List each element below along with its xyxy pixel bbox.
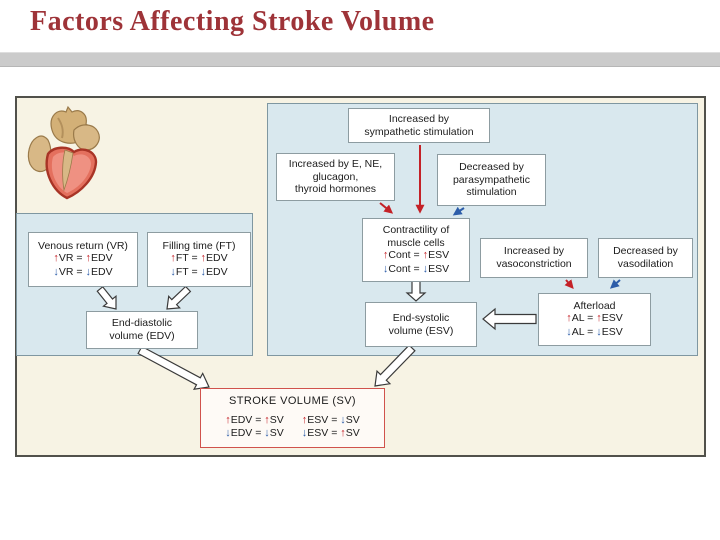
end-diastolic-volume-box: End-diastolic volume (EDV) xyxy=(86,311,198,349)
contractility-rule-decrease: ↓Cont = ↓ESV xyxy=(382,262,450,275)
vasodilation-label: Decreased by vasodilation xyxy=(613,245,678,270)
stroke-volume-rule-esv-down: ↓ESV = ↑SV xyxy=(301,427,360,440)
arrow-down-icon: ↓ xyxy=(596,325,602,338)
stroke-volume-box: STROKE VOLUME (SV) ↑EDV = ↑SV ↑ESV = ↓SV… xyxy=(200,388,385,448)
contractility-rule-increase: ↑Cont = ↑ESV xyxy=(382,249,450,262)
heart-atria-and-vessels xyxy=(27,105,100,173)
sympathetic-stimulation-label: Increased by sympathetic stimulation xyxy=(364,112,474,138)
arrow-down-icon: ↓ xyxy=(566,325,572,338)
arrow-down-icon: ↓ xyxy=(225,427,231,440)
filling-time-rule-increase: ↑FT = ↑EDV xyxy=(170,252,228,265)
title-divider-bar xyxy=(0,52,720,67)
filling-time-box: Filling time (FT) ↑FT = ↑EDV ↓FT = ↓EDV xyxy=(147,232,251,287)
hormones-label: Increased by E, NE, glucagon, thyroid ho… xyxy=(288,157,383,196)
filling-time-title: Filling time (FT) xyxy=(162,239,236,252)
arrow-down-icon: ↓ xyxy=(340,413,346,426)
parasympathetic-stimulation-label: Decreased by parasympathetic stimulation xyxy=(452,160,531,199)
stroke-volume-title: STROKE VOLUME (SV) xyxy=(229,395,356,408)
arrow-up-icon: ↑ xyxy=(170,252,176,265)
end-systolic-volume-label: End-systolic volume (ESV) xyxy=(388,311,454,337)
arrow-down-icon: ↓ xyxy=(85,265,91,278)
arrow-up-icon: ↑ xyxy=(422,249,429,262)
end-diastolic-volume-label: End-diastolic volume (EDV) xyxy=(109,317,175,342)
afterload-rule-increase: ↑AL = ↑ESV xyxy=(566,312,623,325)
vasoconstriction-label: Increased by vasoconstriction xyxy=(496,245,572,270)
stroke-volume-rules-line-2: ↓EDV = ↓SV ↓ESV = ↑SV xyxy=(225,427,360,440)
arrow-down-icon: ↓ xyxy=(301,427,308,440)
contractility-box: Contractility of muscle cells ↑Cont = ↑E… xyxy=(362,218,470,282)
arrow-up-icon: ↑ xyxy=(596,312,602,325)
heart-illustration xyxy=(27,105,100,200)
arrow-up-icon: ↑ xyxy=(225,413,231,426)
stroke-volume-rule-edv-down: ↓EDV = ↓SV xyxy=(225,427,284,440)
arrow-down-icon: ↓ xyxy=(170,265,176,278)
afterload-title: Afterload xyxy=(573,299,616,312)
hormones-box: Increased by E, NE, glucagon, thyroid ho… xyxy=(276,153,395,201)
stroke-volume-rules-line-1: ↑EDV = ↑SV ↑ESV = ↓SV xyxy=(225,414,360,427)
afterload-box: Afterload ↑AL = ↑ESV ↓AL = ↓ESV xyxy=(538,293,651,346)
vasodilation-box: Decreased by vasodilation xyxy=(598,238,693,278)
arrow-down-icon: ↓ xyxy=(422,262,429,275)
venous-return-rule-increase: ↑VR = ↑EDV xyxy=(53,252,113,265)
arrow-up-icon: ↑ xyxy=(301,413,308,426)
venous-return-title: Venous return (VR) xyxy=(38,239,128,252)
arrow-up-icon: ↑ xyxy=(340,427,346,440)
arrow-up-icon: ↑ xyxy=(85,252,91,265)
venous-return-rule-decrease: ↓VR = ↓EDV xyxy=(53,265,113,278)
filling-time-rule-decrease: ↓FT = ↓EDV xyxy=(170,265,228,278)
arrow-down-icon: ↓ xyxy=(264,427,270,440)
arrow-up-icon: ↑ xyxy=(264,413,270,426)
stroke-volume-rule-esv-up: ↑ESV = ↓SV xyxy=(301,413,360,426)
arrow-up-icon: ↑ xyxy=(382,249,389,262)
end-systolic-volume-box: End-systolic volume (ESV) xyxy=(365,302,477,347)
arrow-up-icon: ↑ xyxy=(566,312,572,325)
afterload-rule-decrease: ↓AL = ↓ESV xyxy=(566,325,623,338)
arrow-down-icon: ↓ xyxy=(200,265,207,278)
arrow-down-icon: ↓ xyxy=(382,262,389,275)
contractility-title: Contractility of muscle cells xyxy=(382,223,450,249)
heart-ventricles xyxy=(45,146,98,200)
sympathetic-stimulation-box: Increased by sympathetic stimulation xyxy=(348,108,490,143)
slide-title: Factors Affecting Stroke Volume xyxy=(30,6,435,37)
venous-return-box: Venous return (VR) ↑VR = ↑EDV ↓VR = ↓EDV xyxy=(28,232,138,287)
arrow-down-icon: ↓ xyxy=(53,265,59,278)
parasympathetic-stimulation-box: Decreased by parasympathetic stimulation xyxy=(437,154,546,206)
arrow-up-icon: ↑ xyxy=(53,252,59,265)
vasoconstriction-box: Increased by vasoconstriction xyxy=(480,238,588,278)
arrow-up-icon: ↑ xyxy=(200,252,207,265)
stroke-volume-rule-edv-up: ↑EDV = ↑SV xyxy=(225,413,284,426)
